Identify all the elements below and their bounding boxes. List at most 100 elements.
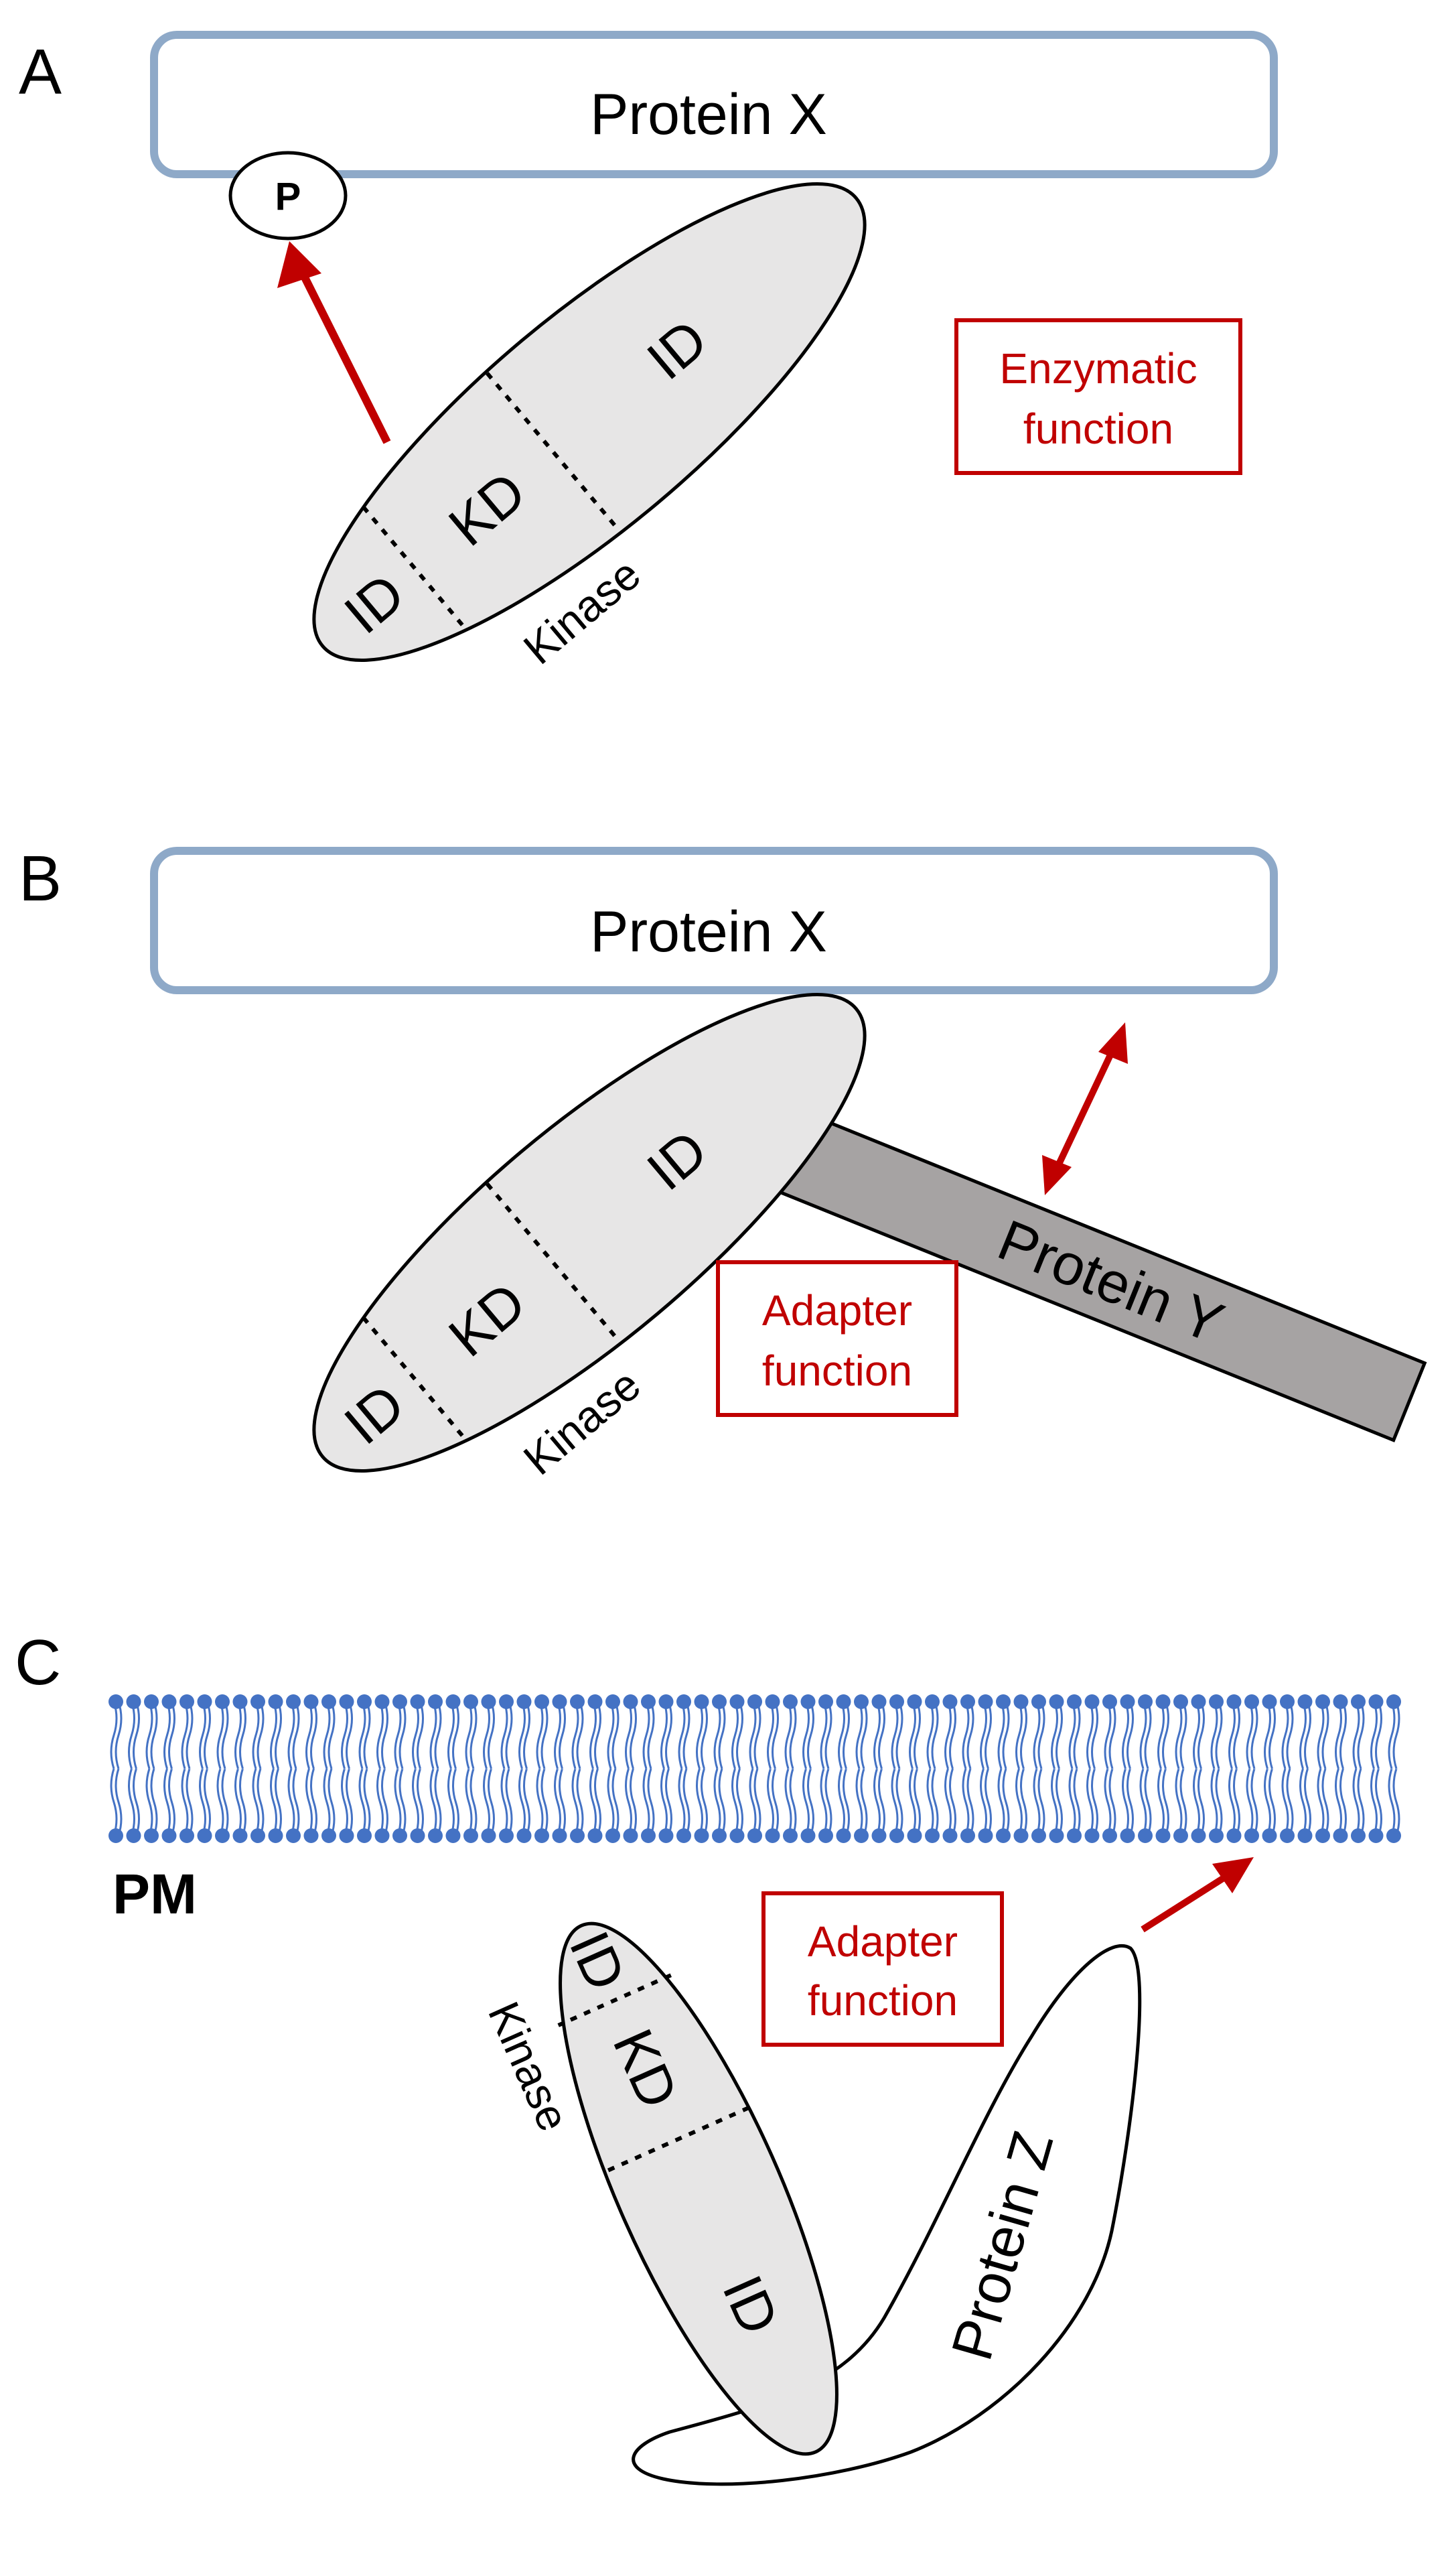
membrane-inner-head xyxy=(1102,1828,1117,1843)
membrane-outer-head xyxy=(303,1694,319,1709)
membrane-inner-head xyxy=(1297,1828,1313,1843)
membrane-outer-head xyxy=(694,1694,709,1709)
membrane-outer-head xyxy=(658,1694,674,1709)
membrane-inner-head xyxy=(1333,1828,1348,1843)
membrane-inner-head xyxy=(1173,1828,1188,1843)
membrane-outer-head xyxy=(854,1694,869,1709)
panel-a-protein-x-box xyxy=(150,31,1278,178)
membrane-outer-head xyxy=(481,1694,496,1709)
membrane-outer-head xyxy=(1226,1694,1242,1709)
membrane-outer-head xyxy=(996,1694,1011,1709)
membrane-outer-head xyxy=(818,1694,833,1709)
panel-a-kinase-body xyxy=(312,182,867,662)
panel-c-function-line2: function xyxy=(808,1976,958,2025)
membrane-outer-head xyxy=(374,1694,390,1709)
membrane-outer-head xyxy=(392,1694,407,1709)
membrane-outer-head xyxy=(889,1694,904,1709)
membrane-inner-head xyxy=(605,1828,620,1843)
membrane-outer-head xyxy=(978,1694,993,1709)
membrane-outer-head xyxy=(144,1694,159,1709)
membrane-inner-head xyxy=(1155,1828,1171,1843)
membrane-inner-head xyxy=(623,1828,638,1843)
membrane-inner-head xyxy=(516,1828,532,1843)
membrane-outer-head xyxy=(587,1694,603,1709)
membrane-inner-head xyxy=(108,1828,123,1843)
membrane-outer-head xyxy=(747,1694,762,1709)
membrane-outer-head xyxy=(623,1694,638,1709)
membrane-inner-head xyxy=(1120,1828,1135,1843)
panel-a-protein-x-label: Protein X xyxy=(590,82,827,147)
panel-b-kinase-body xyxy=(312,993,867,1473)
membrane-inner-head xyxy=(1049,1828,1064,1843)
membrane-inner-head xyxy=(907,1828,922,1843)
membrane-inner-head xyxy=(161,1828,177,1843)
membrane-inner-head xyxy=(1209,1828,1224,1843)
membrane-outer-head xyxy=(232,1694,248,1709)
membrane-outer-head xyxy=(942,1694,958,1709)
membrane-outer-head xyxy=(1297,1694,1313,1709)
membrane-inner-head xyxy=(729,1828,745,1843)
membrane-outer-head xyxy=(286,1694,301,1709)
membrane-outer-head xyxy=(729,1694,745,1709)
membrane-inner-head xyxy=(765,1828,780,1843)
membrane-outer-head xyxy=(800,1694,816,1709)
membrane-inner-head xyxy=(1280,1828,1295,1843)
membrane-inner-head xyxy=(286,1828,301,1843)
panel-a-phosphorylation-arrow xyxy=(299,271,391,444)
membrane-inner-head xyxy=(410,1828,425,1843)
panel-c-function-line1: Adapter xyxy=(808,1917,958,1966)
membrane-outer-head xyxy=(676,1694,691,1709)
membrane-inner-head xyxy=(712,1828,727,1843)
panel-b-protein-x-box xyxy=(150,847,1278,994)
membrane-outer-head xyxy=(499,1694,514,1709)
membrane-outer-head xyxy=(1386,1694,1401,1709)
membrane-inner-head xyxy=(1067,1828,1082,1843)
membrane-outer-head xyxy=(552,1694,567,1709)
panel-c-translocation-arrow xyxy=(1141,1873,1229,1933)
membrane-outer-head xyxy=(197,1694,212,1709)
membrane-outer-head xyxy=(179,1694,194,1709)
membrane-inner-head xyxy=(694,1828,709,1843)
membrane-inner-head xyxy=(889,1828,904,1843)
membrane-inner-head xyxy=(587,1828,603,1843)
membrane-outer-head xyxy=(339,1694,354,1709)
membrane-inner-head xyxy=(1013,1828,1029,1843)
panel-c-membrane-label: PM xyxy=(113,1862,197,1925)
membrane-inner-head xyxy=(552,1828,567,1843)
panel-b-binding-arrow xyxy=(1053,1047,1116,1170)
panel-a-function-line2: function xyxy=(1023,405,1173,453)
panel-c-domain-divider-2 xyxy=(603,2106,750,2174)
panel-a-kinase: ID KD ID Kinase xyxy=(312,182,867,673)
panel-a-phosphate-circle xyxy=(228,151,348,241)
membrane-inner-head xyxy=(818,1828,833,1843)
panel-a-letter: A xyxy=(19,36,62,108)
membrane-outer-head xyxy=(1067,1694,1082,1709)
membrane-inner-head xyxy=(303,1828,319,1843)
membrane-outer-head xyxy=(1351,1694,1366,1709)
membrane-inner-head xyxy=(126,1828,141,1843)
membrane-inner-head xyxy=(1315,1828,1330,1843)
membrane-outer-head xyxy=(445,1694,461,1709)
membrane-outer-head xyxy=(907,1694,922,1709)
membrane-outer-head xyxy=(1315,1694,1330,1709)
membrane-inner-head xyxy=(1226,1828,1242,1843)
membrane-inner-head xyxy=(232,1828,248,1843)
membrane-outer-head xyxy=(1013,1694,1029,1709)
panel-b-binding-arrowhead-bottom xyxy=(1042,1155,1072,1195)
membrane-outer-head xyxy=(268,1694,283,1709)
membrane-outer-head xyxy=(1244,1694,1259,1709)
membrane-outer-head xyxy=(516,1694,532,1709)
membrane-outer-head xyxy=(960,1694,975,1709)
membrane-inner-head xyxy=(676,1828,691,1843)
membrane-outer-head xyxy=(712,1694,727,1709)
membrane-inner-head xyxy=(428,1828,443,1843)
membrane-outer-head xyxy=(570,1694,585,1709)
membrane-outer-head xyxy=(428,1694,443,1709)
membrane-inner-head xyxy=(463,1828,478,1843)
membrane-outer-head xyxy=(605,1694,620,1709)
membrane-outer-head xyxy=(1155,1694,1171,1709)
panel-b-function-line1: Adapter xyxy=(762,1286,912,1335)
membrane-inner-head xyxy=(144,1828,159,1843)
membrane-outer-head xyxy=(357,1694,372,1709)
membrane-inner-head xyxy=(800,1828,816,1843)
